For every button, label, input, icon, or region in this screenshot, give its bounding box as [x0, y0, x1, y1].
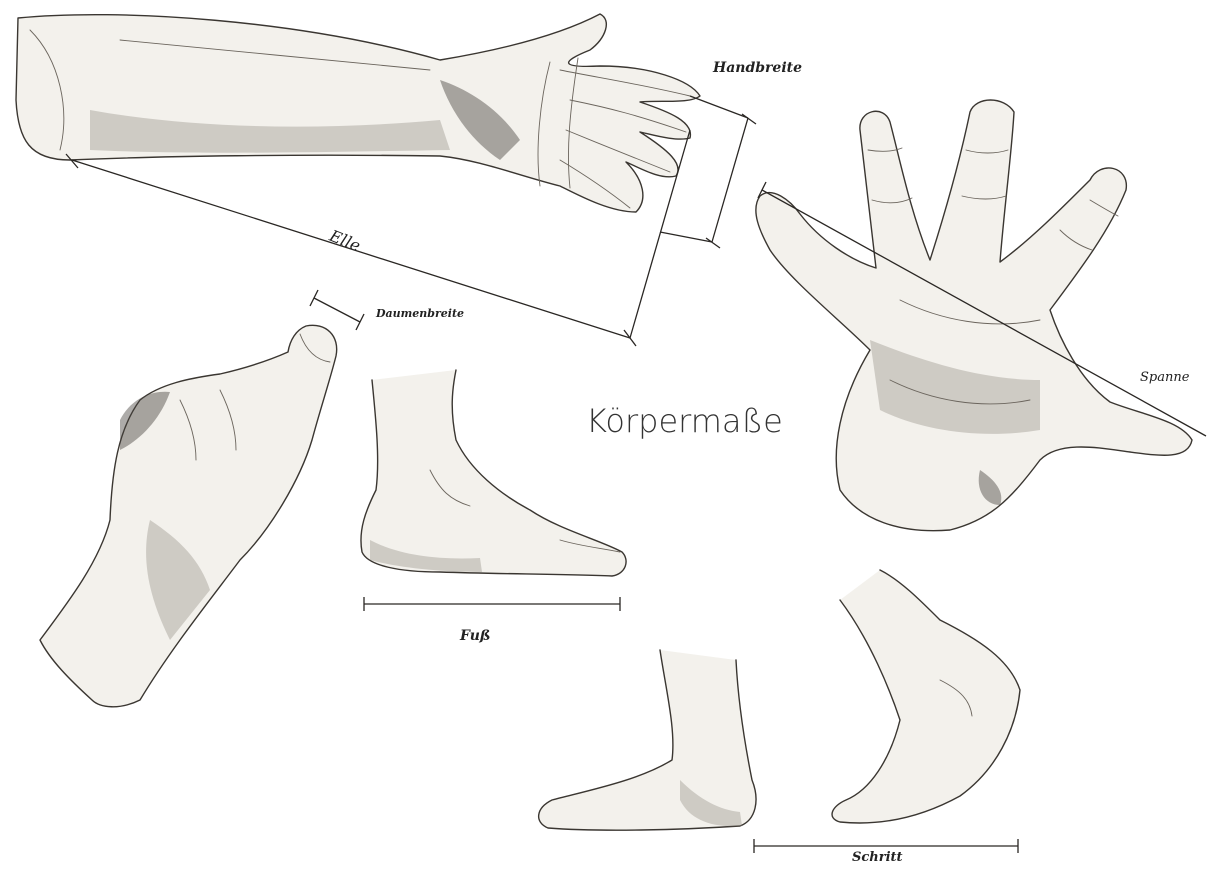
spread-hand-drawing [756, 100, 1192, 531]
label-handbreite: Handbreite [713, 60, 802, 76]
handbreite-measure-line [712, 118, 748, 242]
thumb-hand-drawing [40, 325, 337, 706]
label-daumenbreite: Daumenbreite [376, 307, 464, 320]
foot-side-drawing [361, 370, 626, 576]
walking-feet-drawing [539, 570, 1020, 830]
label-fuss: Fuß [460, 628, 491, 644]
daumenbreite-measure-line [314, 298, 360, 322]
page-title: Körpermaße [586, 402, 783, 440]
label-spanne: Spanne [1140, 370, 1189, 385]
forearm-hand-drawing [16, 14, 700, 212]
label-schritt: Schritt [852, 850, 903, 865]
